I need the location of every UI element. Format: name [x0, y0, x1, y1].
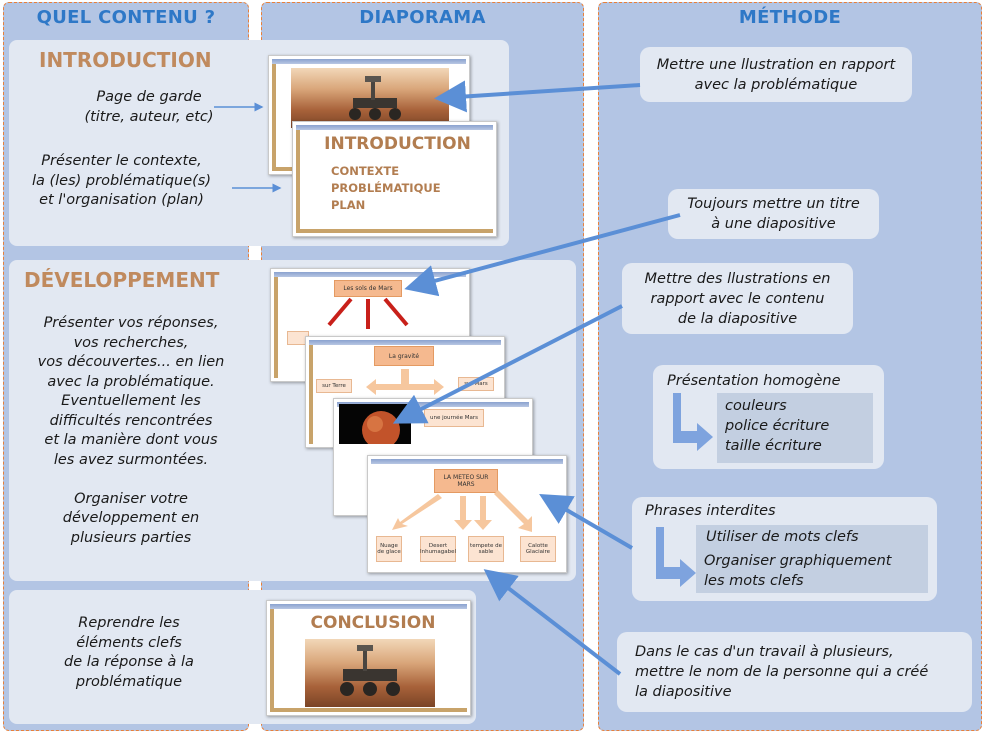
developpement-title: DÉVELOPPEMENT [24, 268, 220, 292]
slide-top-bar [274, 272, 466, 277]
slide-dev4-arrows [392, 490, 532, 532]
slide-top-bar [371, 459, 563, 464]
presentation-homogene-title: Présentation homogène [667, 373, 841, 389]
slide-dev2-right-box: sur Mars [458, 377, 494, 391]
mars-planet-image [339, 404, 411, 449]
column-heading-methode: MÉTHODE [738, 7, 842, 28]
slide-bottom-bar [296, 229, 493, 233]
slide-dev1-title-box: Les sols de Mars [334, 280, 402, 297]
slide-dev4-box: tempete de sable [468, 536, 504, 562]
slide-introduction: INTRODUCTION CONTEXTE PROBLÉMATIQUE PLAN [292, 121, 497, 237]
slide-dev4-box: Calotte Glaciaire [520, 536, 556, 562]
slide-left-bar [296, 130, 300, 233]
corner-arrow-icon [656, 527, 696, 587]
slide-introduction-title: INTRODUCTION [324, 134, 471, 154]
mars-planet-icon [362, 411, 400, 449]
slide-dev3-title-box: une journée Mars [424, 409, 484, 427]
slide-conclusion-title: CONCLUSION [310, 613, 436, 633]
presentation-homogene-list [717, 393, 873, 463]
slide-dev4-box: Desert Inhumagabel [420, 536, 456, 562]
slide-top-bar [296, 125, 493, 130]
slide-dev2-left-box: sur Terre [316, 379, 352, 393]
phrases-interdites-list [696, 525, 928, 593]
note-illustration-contenu: Mettre des llustrations en rapport avec … [622, 263, 853, 334]
column-heading-quel-contenu: QUEL CONTENU ? [36, 7, 216, 28]
slide-bottom-bar [270, 708, 467, 712]
slide-conclusion: CONCLUSION [266, 600, 471, 716]
note-travail-plusieurs: Dans le cas d'un travail à plusieurs, me… [617, 632, 972, 712]
slide-left-bar [274, 277, 278, 378]
slide-introduction-item: CONTEXTE [331, 164, 400, 178]
column-heading-diaporama: DIAPORAMA [359, 7, 486, 28]
corner-arrow-icon [673, 393, 713, 451]
introduction-title: INTRODUCTION [39, 48, 212, 72]
interdites-item-organiser: Organiser graphiquement les mots clefs [704, 553, 892, 589]
phrases-interdites-title: Phrases interdites [645, 503, 776, 519]
slide-dev4-box: Nuage de glace [376, 536, 402, 562]
slide-introduction-item: PLAN [331, 198, 366, 212]
developpement-text: Présenter vos réponses, vos recherches, … [37, 315, 225, 546]
homogene-item-taille: taille écriture [725, 438, 822, 454]
introduction-item-contexte: Présenter le contexte, la (les) probléma… [31, 153, 212, 208]
slide-dev4-title-box: LA METEO SUR MARS [434, 469, 498, 493]
rover-icon [340, 645, 400, 696]
slide-developpement-4: LA METEO SUR MARS Nuage de glace Desert … [367, 455, 567, 573]
phrases-interdites-box: Phrases interdites Utiliser de mots clef… [632, 497, 937, 601]
note-titre-diapositive: Toujours mettre un titre à une diapositi… [668, 189, 879, 239]
slide-left-bar [272, 64, 276, 171]
presentation-homogene-box: Présentation homogène couleurs police éc… [653, 365, 884, 469]
mars-rover-image [305, 639, 435, 707]
rover-icon [349, 76, 401, 120]
slide-introduction-item: PROBLÉMATIQUE [331, 181, 441, 195]
slide-left-bar [270, 609, 274, 712]
slide-top-bar [270, 604, 467, 609]
homogene-item-police: police écriture [725, 418, 830, 434]
introduction-item-page-de-garde: Page de garde (titre, auteur, etc) [84, 89, 214, 125]
mars-rover-image [291, 68, 449, 128]
homogene-item-couleurs: couleurs [725, 398, 787, 414]
slide-top-bar [272, 59, 466, 64]
slide-left-bar [309, 345, 313, 444]
note-illustration-problematique: Mettre une llustration en rapport avec l… [640, 47, 912, 102]
conclusion-text: Reprendre les éléments clefs de la répon… [64, 615, 194, 690]
interdites-item-mots-clefs: Utiliser de mots clefs [706, 529, 859, 545]
